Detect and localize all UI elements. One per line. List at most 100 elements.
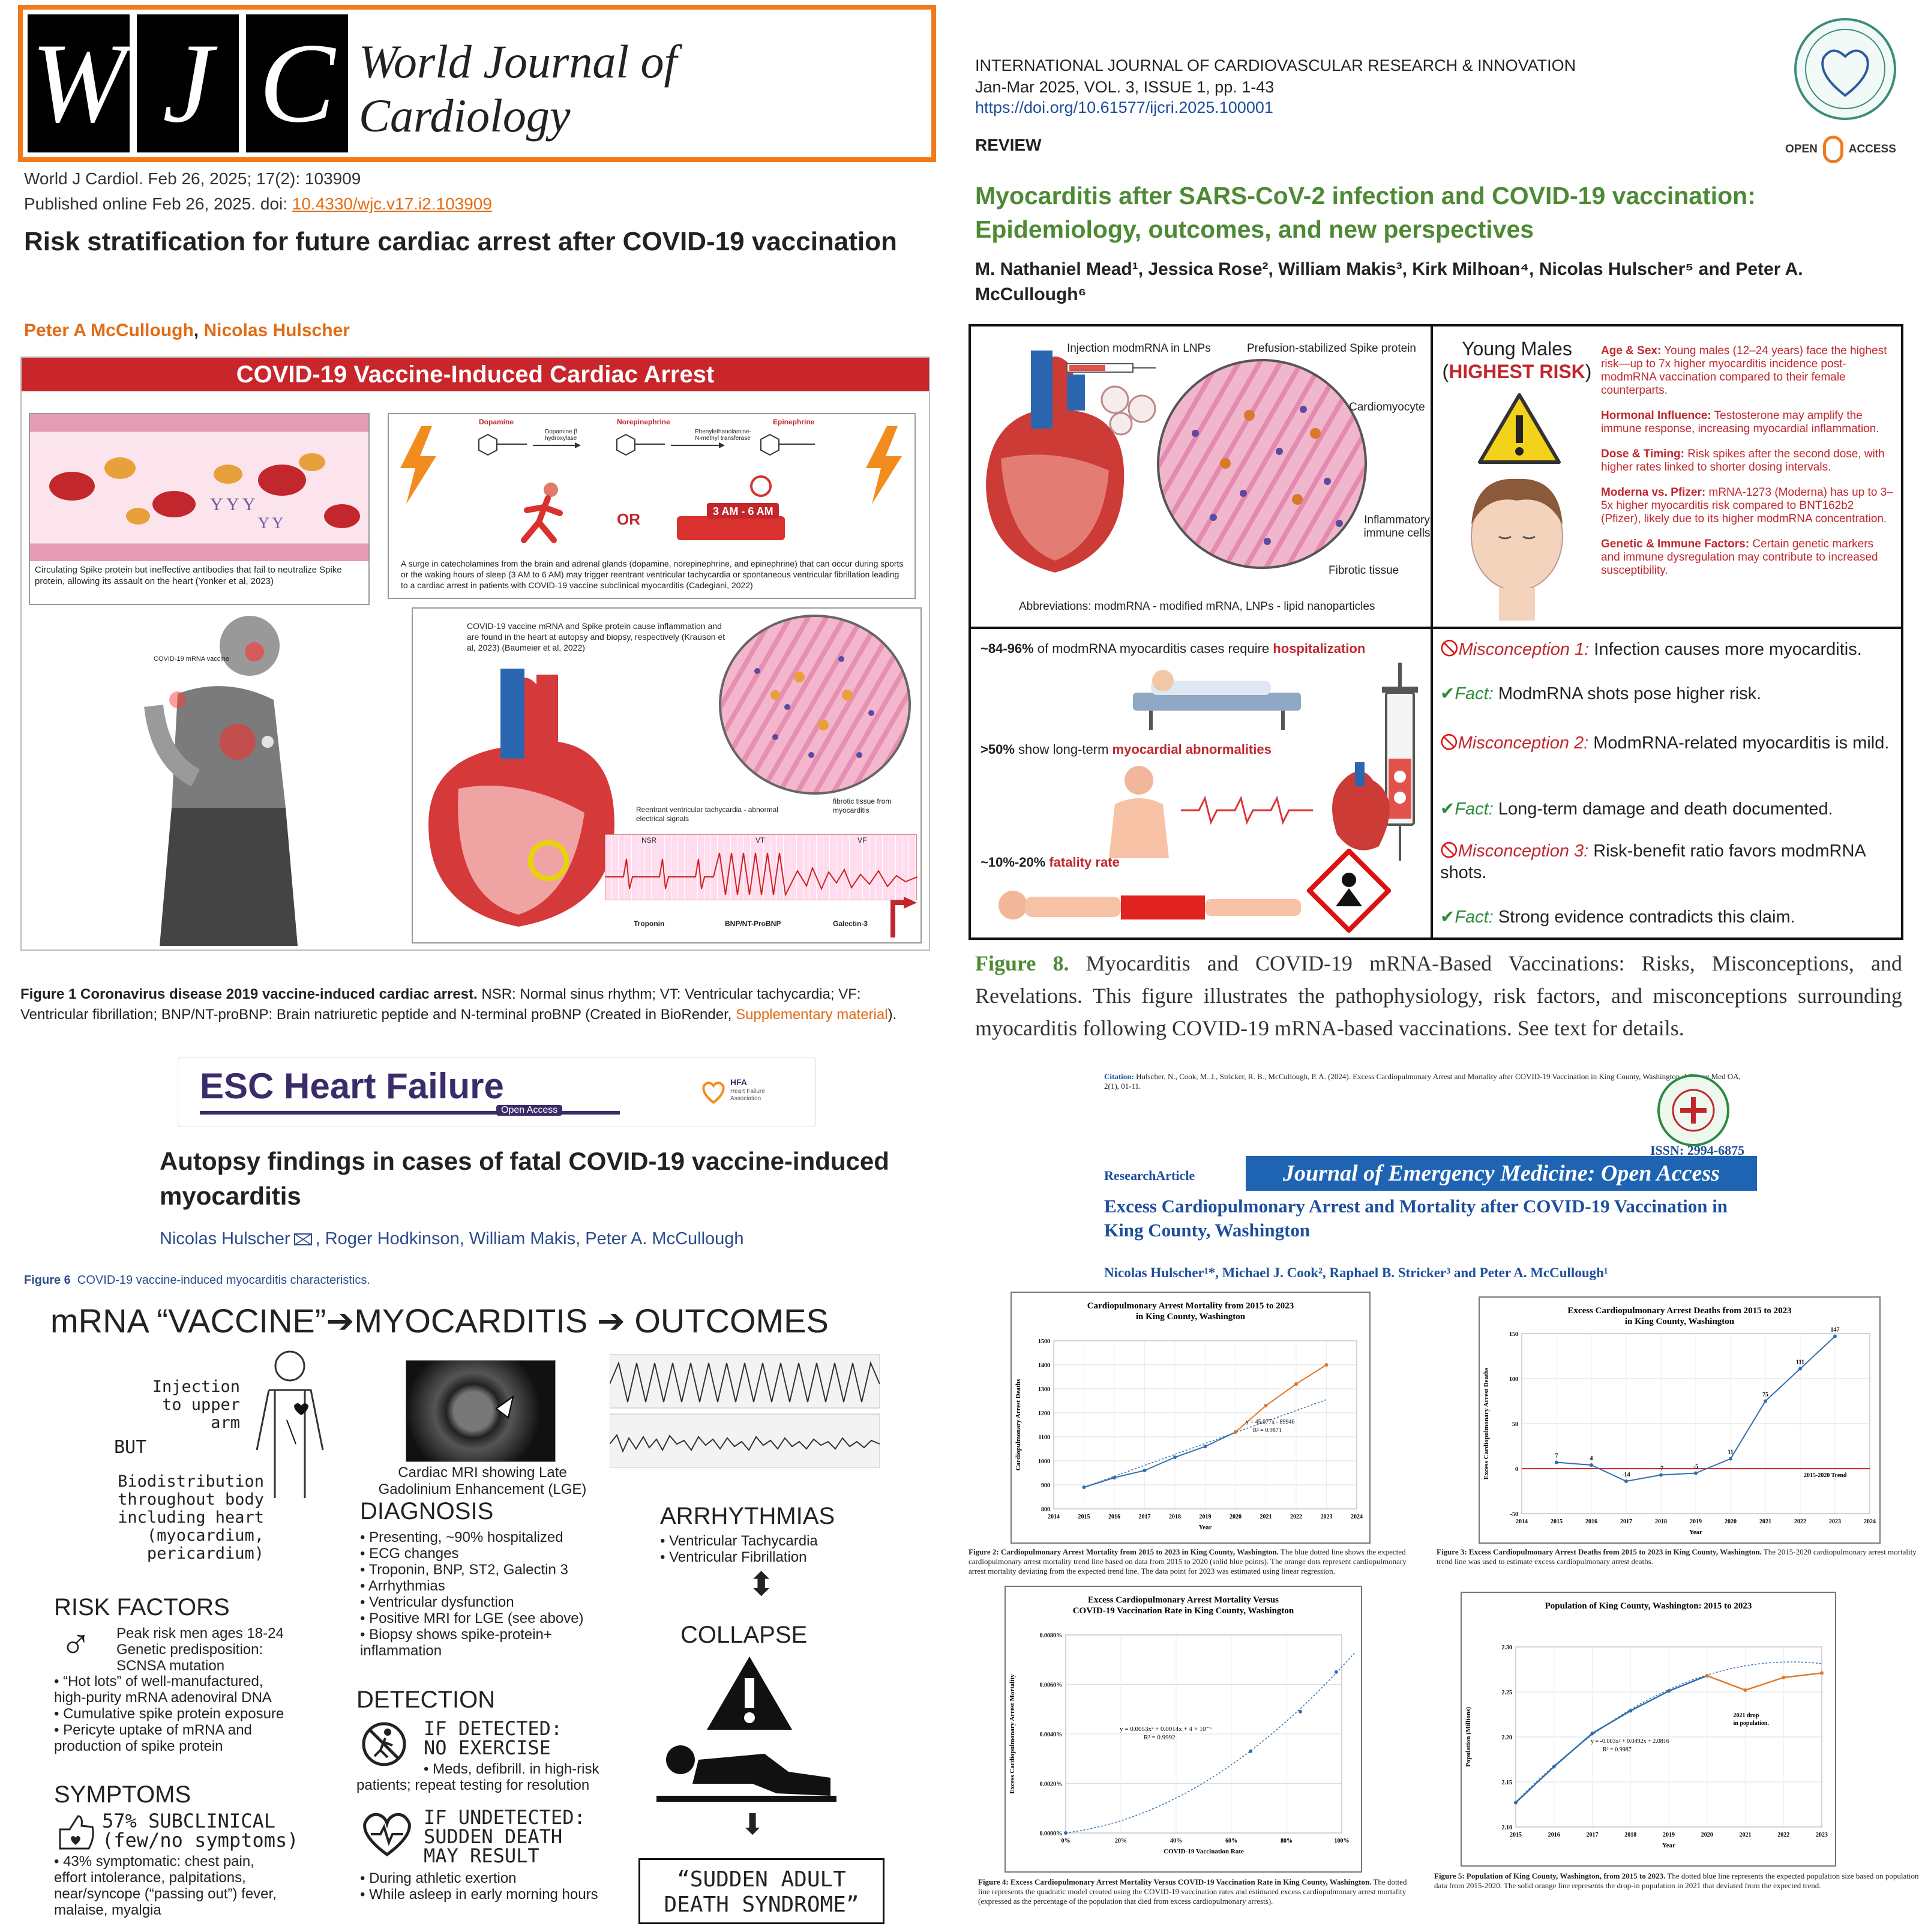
ecg-strip: NSR VT VF	[605, 834, 918, 900]
data-point	[1514, 1801, 1518, 1805]
plot-area	[1515, 1646, 1822, 1828]
marker-bnp: BNP/NT-ProBNP	[725, 919, 781, 928]
data-point	[1590, 1463, 1593, 1467]
svg-text:Y Y Y: Y Y Y	[210, 495, 256, 514]
data-point	[1234, 1430, 1237, 1434]
esc-figure-caption: Figure 6 COVID-19 vaccine-induced myocar…	[24, 1274, 370, 1287]
arrow-right-icon: ➔	[596, 1302, 625, 1340]
chart-title: in King County, Washington	[1625, 1317, 1735, 1326]
wjc-doi-link[interactable]: 10.4330/wjc.v17.i2.103909	[292, 194, 492, 213]
misconception-2: 🛇︎Misconception 2: ModmRNA-related myoca…	[1440, 733, 1890, 753]
label-fibrotic: Fibrotic tissue	[1329, 564, 1399, 577]
data-point	[1782, 1676, 1786, 1679]
data-label: 147	[1831, 1327, 1840, 1334]
fact-1: ✔Fact: ModmRNA shots pose higher risk.	[1440, 684, 1762, 703]
wjc-author-mccullough[interactable]: Peter A McCullough	[24, 320, 194, 340]
lightning-right-icon	[866, 426, 902, 504]
marker-galectin: Galectin-3	[833, 919, 868, 928]
x-tick-label: 2014	[1516, 1518, 1528, 1525]
x-tick-label: 2019	[1690, 1518, 1702, 1525]
x-tick-label: 2021	[1759, 1518, 1771, 1525]
young-males-heading: Young Males (HIGHEST RISK)	[1442, 338, 1592, 382]
risk-item: Dose & Timing: Risk spikes after the sec…	[1601, 448, 1885, 474]
y-axis-label: Excess Cardiopulmonary Arrest Mortality	[1009, 1674, 1016, 1794]
esc-author-others[interactable]: , Roger Hodkinson, William Makis, Peter …	[315, 1229, 744, 1248]
ecg-vt: VT	[755, 836, 765, 844]
data-point	[1743, 1688, 1747, 1692]
annotation-note: 2021 drop	[1734, 1712, 1759, 1719]
wjc-author-hulscher[interactable]: Nicolas Hulscher	[203, 320, 350, 340]
misconception-3: 🛇︎Misconception 3: Risk-benefit ratio fa…	[1440, 841, 1866, 882]
data-label: -7	[1659, 1466, 1663, 1472]
ijcri-doi-link[interactable]: https://doi.org/10.61577/ijcri.2025.1000…	[975, 98, 1273, 116]
health-hazard-icon	[1307, 849, 1391, 933]
y-tick-label: 0.0040%	[1040, 1732, 1063, 1738]
x-tick-label: 2023	[1816, 1832, 1828, 1838]
detection-heading: DETECTION	[356, 1687, 496, 1713]
ijcri-journal: INTERNATIONAL JOURNAL OF CARDIOVASCULAR …	[975, 56, 1576, 74]
data-label: 7	[1555, 1453, 1558, 1460]
mrna-vaccine-label: COVID-19 mRNA vaccine	[154, 655, 229, 663]
young-male-face-icon	[1471, 478, 1563, 621]
data-point	[1064, 1831, 1068, 1835]
runner-icon	[521, 483, 563, 543]
y-tick-label: -50	[1510, 1511, 1518, 1518]
svg-text:Y Y: Y Y	[258, 514, 283, 532]
data-point	[1552, 1765, 1556, 1769]
x-axis-label: Year	[1199, 1524, 1212, 1531]
y-tick-label: 50	[1512, 1421, 1518, 1428]
prohibited-icon: 🛇︎	[1440, 733, 1458, 753]
data-label: 111	[1796, 1359, 1804, 1366]
data-label: 4	[1590, 1455, 1593, 1462]
email-icon[interactable]	[293, 1233, 312, 1246]
x-tick-label: 20%	[1115, 1838, 1127, 1844]
data-point	[1173, 1455, 1177, 1459]
label-spike: Prefusion-stabilized Spike protein	[1247, 342, 1416, 355]
y-tick-label: 0.0060%	[1040, 1682, 1063, 1689]
x-tick-label: 2020	[1701, 1832, 1713, 1838]
data-point	[1694, 1471, 1698, 1475]
fit-curve	[1065, 1651, 1356, 1834]
plot-area	[1053, 1340, 1357, 1509]
detection-detected: IF DETECTED:NO EXERCISE	[424, 1717, 563, 1759]
wjc-supplementary-link[interactable]: Supplementary material	[736, 1007, 888, 1023]
vessel-illustration: Y Y YY Y	[49, 453, 360, 532]
detection-undetected-list: • During athletic exertion• While asleep…	[360, 1870, 598, 1903]
updown-arrow-icon: ⬍	[748, 1566, 775, 1602]
risk-item: Moderna vs. Pfizer: mRNA-1273 (Moderna) …	[1601, 486, 1893, 525]
stat-fatality: ~10%-20% fatality rate	[981, 855, 1120, 870]
esc-author-hulscher[interactable]: Nicolas Hulscher	[160, 1229, 290, 1248]
wjc-figure-caption: Figure 1 Coronavirus disease 2019 vaccin…	[20, 986, 897, 1023]
ijcri-abbrev: Abbreviations: modmRNA - modified mRNA, …	[1019, 600, 1375, 613]
y-tick-label: 1100	[1039, 1434, 1050, 1441]
wjc-journal-line2: Cardiology	[359, 89, 571, 142]
x-tick-label: 2018	[1655, 1518, 1667, 1525]
ijcri-figure-caption: Figure 8. Myocarditis and COVID-19 mRNA-…	[975, 951, 1902, 1040]
data-point	[1667, 1689, 1671, 1693]
y-tick-label: 0.0080%	[1040, 1633, 1063, 1639]
x-axis-label: Year	[1662, 1842, 1675, 1849]
ijcri-seal	[1794, 18, 1896, 120]
risk-factor-list: Age & Sex: Young males (12–24 years) fac…	[1601, 345, 1895, 577]
chem-dopamine: Dopamine	[479, 418, 514, 426]
wjc-title: Risk stratification for future cardiac a…	[24, 227, 897, 256]
y-tick-label: 1400	[1038, 1362, 1050, 1369]
jem-issn: ISSN: 2994-6875	[1650, 1143, 1745, 1158]
annotation-note: in population.	[1734, 1720, 1770, 1727]
data-point	[1705, 1674, 1709, 1678]
figure-5-caption: Figure 5: Population of King County, Was…	[1434, 1871, 1919, 1890]
x-tick-label: 2021	[1260, 1514, 1272, 1520]
wjc-header: W J C World Journal of Cardiology	[18, 5, 936, 162]
collapsed-person-icon	[656, 1745, 836, 1802]
large-syringe-icon	[1382, 663, 1418, 861]
chart-title: in King County, Washington	[1136, 1312, 1246, 1322]
x-tick-label: 2024	[1351, 1514, 1363, 1520]
chem-structures	[478, 433, 815, 456]
fit-equation: y = -0.003x² + 0.0492x + 2.0816	[1591, 1738, 1669, 1745]
x-tick-label: 2020	[1230, 1514, 1242, 1520]
ijcri-title: Myocarditis after SARS-CoV-2 infection a…	[975, 182, 1756, 243]
